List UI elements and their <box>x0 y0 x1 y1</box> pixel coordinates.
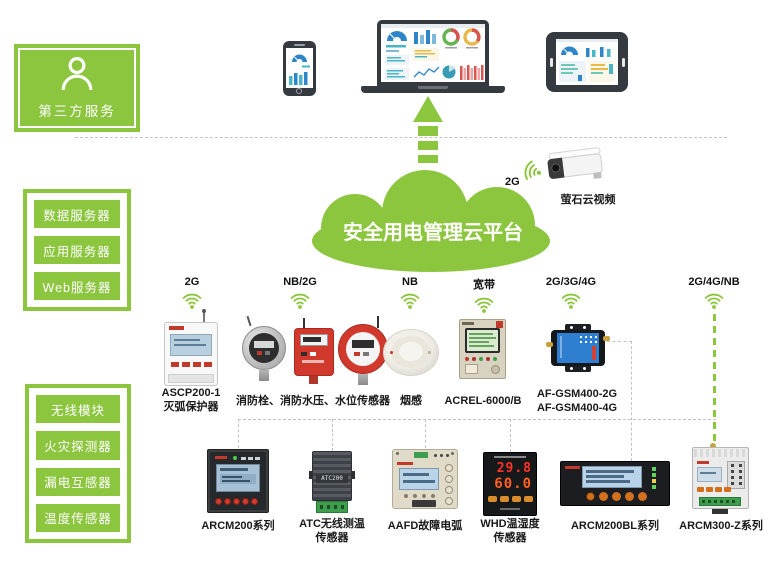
connector-green-arcm300z <box>713 314 716 447</box>
wifi-icon <box>702 290 726 315</box>
tablet-button-right <box>621 58 625 67</box>
wifi-icon <box>180 290 204 315</box>
device-atc200-model-text: ATC200 <box>316 474 348 483</box>
device-arcm200bl-label: ARCM200BL系列 <box>570 520 660 532</box>
tablet <box>546 32 628 92</box>
uplink-broadband-label: 宽带 <box>473 279 495 291</box>
connector-stub-arcm200 <box>238 419 239 448</box>
uplink-2g4gnb-label: 2G/4G/NB <box>688 276 740 288</box>
laptop-base <box>361 86 505 93</box>
device-fire-sensors-image <box>240 315 390 392</box>
uplink-nb-label: NB <box>402 276 418 288</box>
upload-arrow-dash-1 <box>418 126 438 136</box>
connector-stub-atc <box>332 419 333 451</box>
upload-arrow-dash-2 <box>418 141 438 150</box>
device-afgsm400-label-1: AF-GSM400-2G <box>536 388 618 400</box>
uplink-2g4gnb: 2G/4G/NB <box>669 276 759 315</box>
device-arcm200bl-image <box>560 461 670 506</box>
uplink-2g3g4g-label: 2G/3G/4G <box>545 276 597 288</box>
user-icon <box>57 56 97 97</box>
server-item-data: 数据服务器 <box>34 200 120 228</box>
device-arcm300z-image <box>692 443 749 515</box>
device-whd-label-1: WHD温湿度 <box>480 518 540 530</box>
upload-arrow-dash-3 <box>418 155 438 163</box>
module-group: 无线模块 火灾探测器 漏电互感器 温度传感器 <box>25 384 131 543</box>
device-atc200-image: ATC200 <box>309 451 355 513</box>
module-item-fire: 火灾探测器 <box>36 431 120 460</box>
device-ascp200-image <box>164 309 218 386</box>
device-whd-label-2: 传感器 <box>493 532 527 544</box>
device-atc200-label-1: ATC无线测温 <box>299 518 365 530</box>
uplink-nb: NB <box>365 276 455 315</box>
device-atc200-label-2: 传感器 <box>315 532 349 544</box>
device-smoke-detector-label: 烟感 <box>400 395 422 407</box>
device-acrel6000-image <box>459 319 506 379</box>
phone-dashboard <box>289 54 310 85</box>
third-party-inner: 第三方服务 <box>18 48 136 128</box>
wifi-icon <box>398 290 422 315</box>
module-item-temperature: 温度传感器 <box>36 503 120 532</box>
whd-display-humidity: 60.0 <box>494 476 532 492</box>
cloud-title: 安全用电管理云平台 <box>343 220 523 244</box>
uplink-broadband: 宽带 <box>439 276 529 319</box>
tablet-screen <box>556 39 618 85</box>
uplink-nb2g-label: NB/2G <box>283 276 317 288</box>
wifi-icon <box>288 290 312 315</box>
camera-connection-label: 2G <box>505 176 520 188</box>
module-item-leakage: 漏电互感器 <box>36 467 120 496</box>
connector-gateway-elbow-v <box>631 341 632 461</box>
device-arcm200-image <box>207 449 269 513</box>
device-whd-image: 29.8 60.0 <box>483 452 537 516</box>
connector-stub-whd <box>510 419 511 452</box>
device-acrel6000-label: ACREL-6000/B <box>444 395 522 407</box>
connector-stub-aafd <box>425 419 426 448</box>
laptop-dashboard <box>381 24 485 80</box>
cloud-platform: 安全用电管理云平台 <box>312 170 550 272</box>
phone-speaker <box>294 44 305 46</box>
uplink-nb2g: NB/2G <box>255 276 345 315</box>
upload-arrow-icon <box>413 96 443 122</box>
device-afgsm400-image <box>546 324 610 372</box>
device-aafd-label: AAFD故障电弧 <box>387 520 463 532</box>
third-party-services-box: 第三方服务 <box>14 44 140 132</box>
third-party-label: 第三方服务 <box>38 104 116 119</box>
camera-label: 萤石云视频 <box>560 194 616 206</box>
tablet-button-left <box>549 58 553 67</box>
device-smoke-detector-image <box>383 329 439 376</box>
phone-screen <box>286 48 313 88</box>
smartphone <box>283 41 316 96</box>
module-item-wireless: 无线模块 <box>36 395 120 424</box>
uplink-2g3g4g: 2G/3G/4G <box>526 276 616 315</box>
connector-field-bus <box>238 419 716 420</box>
whd-display-temp: 29.8 <box>496 461 532 476</box>
uplink-2g-label: 2G <box>184 276 200 288</box>
server-group: 数据服务器 应用服务器 Web服务器 <box>23 189 131 311</box>
laptop-screen <box>381 24 485 82</box>
uplink-2g: 2G <box>147 276 237 315</box>
camera-image <box>546 145 606 186</box>
device-ascp200-label-1: ASCP200-1 <box>161 387 221 399</box>
camera-signal-icon <box>518 155 551 187</box>
server-item-web: Web服务器 <box>34 272 120 300</box>
server-item-app: 应用服务器 <box>34 236 120 264</box>
phone-home-button <box>296 88 302 94</box>
tablet-dashboard <box>556 39 618 82</box>
device-aafd-image <box>392 449 458 509</box>
device-ascp200-label-2: 灭弧保护器 <box>163 401 219 413</box>
device-afgsm400-label-2: AF-GSM400-4G <box>536 402 618 414</box>
device-arcm300z-label: ARCM300-Z系列 <box>679 520 763 532</box>
device-arcm200-label: ARCM200系列 <box>201 520 275 532</box>
connector-thirdparty-horizontal <box>75 137 727 138</box>
wifi-icon <box>559 290 583 315</box>
device-fire-sensors-label: 消防栓、消防水压、水位传感器 <box>236 395 390 407</box>
connector-gateway-elbow-h <box>607 341 632 342</box>
wifi-icon <box>472 294 496 319</box>
laptop <box>377 20 489 86</box>
